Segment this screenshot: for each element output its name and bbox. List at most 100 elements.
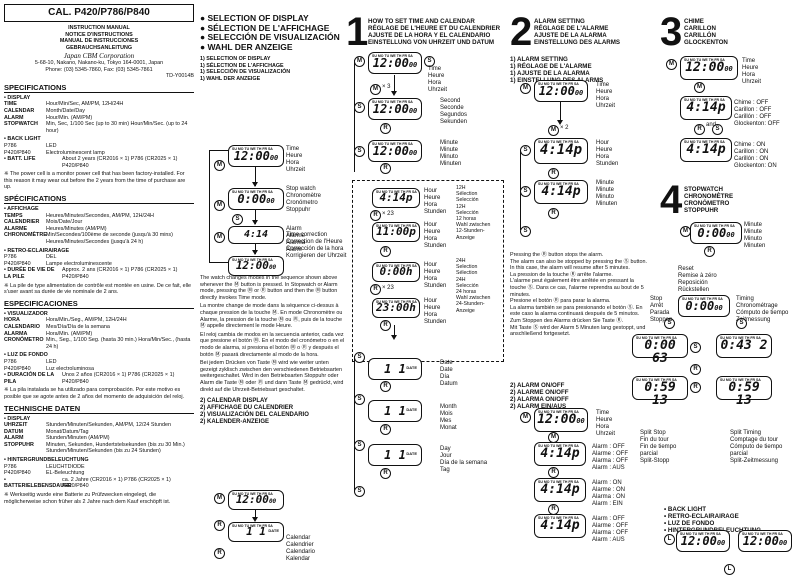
s1-head-en: HOW TO SET TIME AND CALENDAR xyxy=(368,18,475,25)
s2-para-1: The alarm can also be stopped by pressin… xyxy=(510,258,647,272)
calendar-label: Calendar Calendrier Calendario Kalendar xyxy=(286,535,316,562)
connector-line xyxy=(255,243,256,254)
day-label: Day Jour Día de la semana Tag xyxy=(440,446,488,473)
lcd-weekday-header: SU MO TU WE TH FR SA xyxy=(232,258,273,262)
mode-button: M xyxy=(520,83,531,94)
spec-key: CALENDRIER xyxy=(4,219,40,226)
set-button: S xyxy=(424,56,435,67)
spec-key: P786 xyxy=(4,254,17,261)
reset-button: R xyxy=(370,210,381,221)
hour-label: Hour Heure Hora Stunden xyxy=(424,222,447,249)
spec-key: P786 xyxy=(4,463,17,470)
lcd-digits: 4:14p xyxy=(686,99,726,115)
list2-en: 2) CALENDAR DISPLAY xyxy=(200,398,268,405)
mode-button: M xyxy=(680,226,691,237)
mode-correction-label: Time correction Correction de l'Heure Co… xyxy=(286,232,347,259)
time-label: Time Heure Hora Uhrzeit xyxy=(428,66,448,93)
spec-key: ALARM xyxy=(4,435,24,442)
spec-value: Heures/Minutes (AM/PM) xyxy=(46,225,107,232)
lcd-digits: 12:0000 xyxy=(537,411,585,427)
spec-key: P420/P840 xyxy=(4,470,31,477)
spec-key: P786 xyxy=(4,142,17,149)
specs-column: CAL. P420/P786/P840 INSTRUCTION MANUAL N… xyxy=(4,0,194,505)
arrow-icon xyxy=(557,120,563,125)
lcd-digits: 12:0000 xyxy=(372,55,418,70)
s4-head-fr: CHRONOMÈTRE xyxy=(684,193,734,200)
lcd-digits: 11:00p xyxy=(376,225,416,239)
lcd-weekday-header: SU MO TU WE TH FR SA xyxy=(232,492,273,496)
spec-value: Monat/Datum/Tag xyxy=(46,428,89,435)
list2-fr: 2) AFFICHAGE DU CALENDRIER xyxy=(200,405,294,412)
lcd-digits: 12:0000 xyxy=(538,83,584,98)
split-stop-label: Split Stop Fin du tour Fin de tiempo par… xyxy=(640,430,677,464)
reset-button: R xyxy=(548,208,559,219)
spec-value: Luz electroluminosa xyxy=(46,365,94,372)
s2-para-0: Pressing the Ⓡ button stops the alarm. xyxy=(510,252,604,258)
reset-button: R xyxy=(380,381,391,392)
set-button: S xyxy=(520,226,531,237)
s1-head-fr: RÉGLAGE DE L'HEURE ET DU CALENDRIER xyxy=(368,25,501,32)
s4-head-de: STOPPUHR xyxy=(684,207,719,214)
s2-list1-en: 1) ALARM SETTING xyxy=(510,56,568,63)
spec-note: ※ The power cell is a monitor power cell… xyxy=(4,171,186,191)
spec-display: • VISUALIZADOR xyxy=(4,310,48,317)
connector-line xyxy=(209,262,228,263)
h12-label: 12H Sélection Selección 12H Selección 12… xyxy=(456,185,491,241)
arrow-icon xyxy=(252,182,258,187)
spec-key: CHRONOMÈTRE xyxy=(4,232,47,239)
list1: 1) SELECTION OF DISPLAY 1) SÉLECTION DE … xyxy=(200,56,350,82)
spec-value: LEUCHTDIODE xyxy=(46,463,85,470)
para-es: El reloj cambia de modos en la secuencia… xyxy=(200,331,345,358)
lcd-digits: 12:0000 xyxy=(685,59,733,75)
spec-backlight: • RETRO-ECLAIRAIRAGE xyxy=(4,247,70,254)
s2-paragraph: Pressing the Ⓡ button stops the alarm. T… xyxy=(510,252,648,338)
lcd-seconds: 00 xyxy=(269,153,279,162)
lcd-seconds: 00 xyxy=(268,264,277,272)
spec-key: UHRZEIT xyxy=(4,422,28,429)
list2-de: 2) KALENDER-ANZEIGE xyxy=(200,419,270,426)
spec-display: • DISPLAY xyxy=(4,94,31,101)
spec-value: LED xyxy=(46,358,57,365)
spec-note: ※ Werkseitig wurde eine Batterie zu Prüf… xyxy=(4,492,171,505)
s2-list1-es: 1) AJUSTE DE LA ALARMA xyxy=(510,70,590,77)
section-1-heading: HOW TO SET TIME AND CALENDAR RÉGLAGE DE … xyxy=(368,18,500,46)
set-button: S xyxy=(736,318,747,329)
spec-key: CALENDAR xyxy=(4,107,35,114)
mode-button: M xyxy=(370,84,381,95)
s4-back-fr: • RETRO-ECLAIRAIRAGE xyxy=(664,513,739,520)
alarm-off-label: Alarm : OFF Alarme : OFF Alarma : OFF Al… xyxy=(592,444,629,471)
spec-note: ※ La pila instalada se ha utilizado para… xyxy=(4,387,185,400)
and-label: and xyxy=(706,122,717,128)
hour-label: Hour Heure Hora Stunden xyxy=(424,188,447,215)
section-3-heading: CHIME CARILLON CARILLÓN GLOCKENTON xyxy=(684,18,728,46)
set-button: S xyxy=(354,146,365,157)
spec-value: Min/Secondes/100ème de seconde (jusqu'à … xyxy=(46,232,173,246)
lcd-digits: 12:0000 xyxy=(235,259,277,273)
reset-button: R xyxy=(690,364,701,375)
set-button: S xyxy=(354,394,365,405)
para-fr: La montre change de mode dans la séquenc… xyxy=(200,303,343,330)
spec-row: P786 LEUCHTDIODE xyxy=(4,464,194,471)
reset-button: R xyxy=(214,548,225,559)
set-button: S xyxy=(354,486,365,497)
reset-button: R xyxy=(380,468,391,479)
spec-key: DATUM xyxy=(4,428,24,435)
reset-button: R xyxy=(548,467,559,478)
s2-list1-fr: 1) RÉGLAGE DE L'ALARME xyxy=(510,63,592,70)
lcd-weekday-header: SU MO TU WE TH FR SA xyxy=(636,336,677,340)
s2-para-4: Presione el botón Ⓡ para parar la alarma… xyxy=(510,298,611,305)
spec-value: Hour/Min. (AM/PM) xyxy=(46,114,93,121)
bullet-de: ● WAHL DER ANZEIGE xyxy=(200,41,293,52)
